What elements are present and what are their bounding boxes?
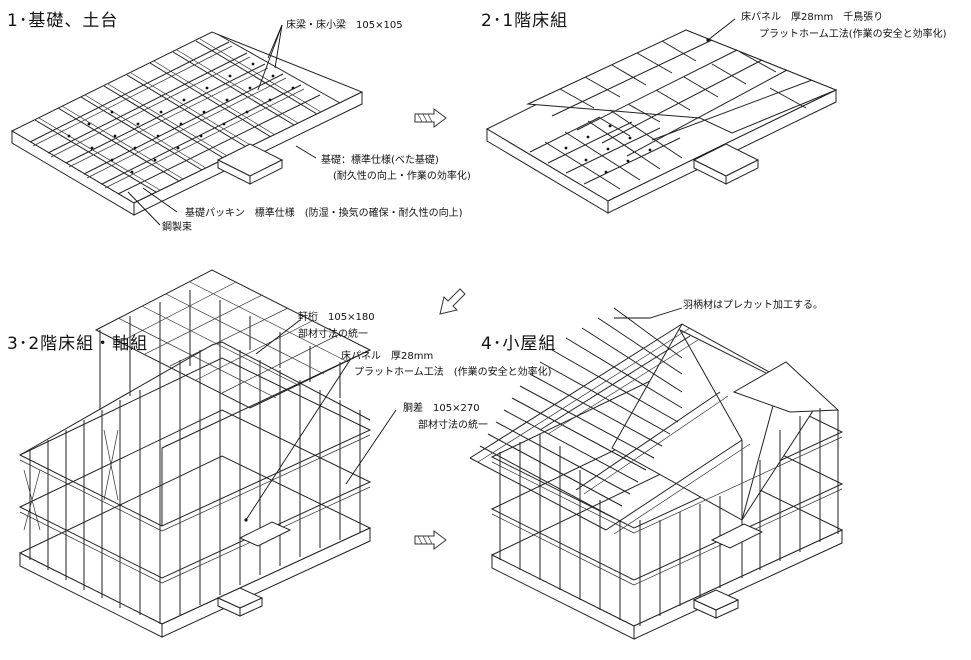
- label-platform-method-2: プラットホーム工法 (作業の安全と効率化): [354, 367, 552, 378]
- arrow-step2-to-3: [439, 288, 466, 315]
- foundation-drawing: [10, 24, 364, 226]
- label-eave-beam: 軒桁 105×180: [298, 312, 375, 323]
- step2-title: 2･1階床組: [481, 11, 569, 31]
- label-girth: 胴差 105×270: [403, 403, 480, 414]
- label-girth-unify: 部材寸法の統一: [418, 420, 488, 431]
- frame-drawing: [18, 269, 397, 638]
- label-steel-post: 鋼製束: [162, 222, 192, 233]
- roof-frame-drawing: [469, 307, 844, 640]
- label-foundation: 基礎：標準仕様(べた基礎): [321, 155, 439, 166]
- label-floor-beams: 床梁・床小梁 105×105: [286, 20, 403, 31]
- step4-title: 4･小屋組: [481, 334, 557, 354]
- label-foundation-benefit: (耐久性の向上・作業の効率化): [333, 171, 471, 182]
- label-foundation-packing: 基礎パッキン 標準仕様 (防湿・換気の確保・耐久性の向上): [185, 208, 463, 219]
- label-floor-panel: 床パネル 厚28mm 千鳥張り: [741, 12, 884, 23]
- arrow-step1-to-2: [414, 108, 447, 128]
- label-precut: 羽柄材はプレカット加工する。: [683, 300, 823, 311]
- label-platform-method: プラットホーム工法(作業の安全と効率化): [759, 29, 947, 40]
- label-second-floor-panel: 床パネル 厚28mm: [341, 351, 434, 362]
- step3-title: 3･2階床組・軸組: [7, 334, 149, 354]
- first-floor-drawing: [485, 18, 838, 214]
- label-eave-unify: 部材寸法の統一: [298, 329, 368, 340]
- arrow-step3-to-4: [414, 530, 447, 550]
- step1-title: 1･基礎、土台: [7, 11, 119, 31]
